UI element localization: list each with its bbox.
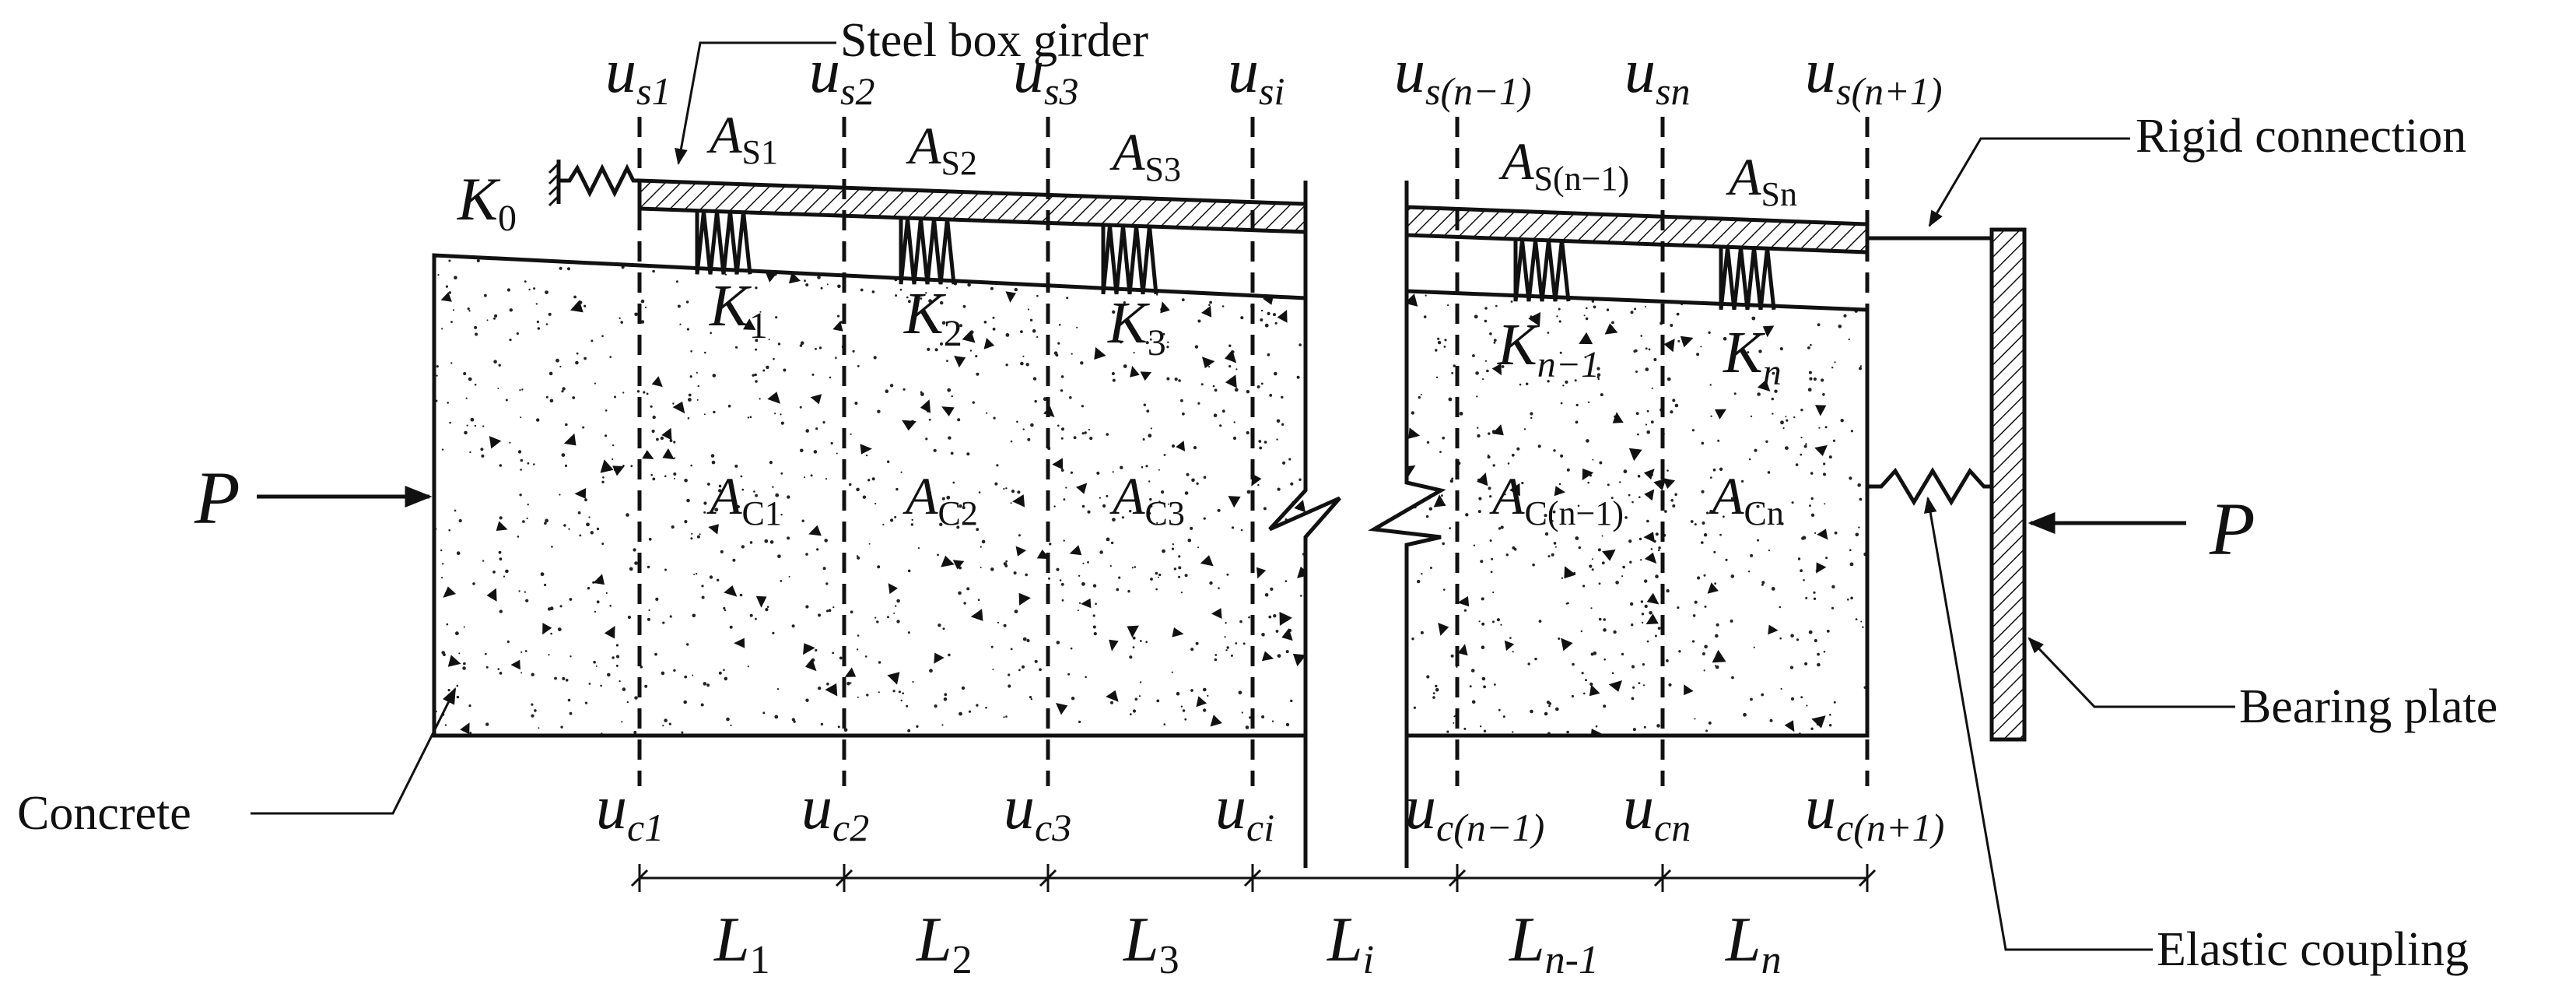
length-label-5: Ln-1 [1509, 904, 1599, 982]
concrete-area-label-5: ACn [1709, 466, 1784, 532]
steel-disp-label-3: us3 [1013, 37, 1078, 113]
length-label-1: L1 [713, 904, 770, 982]
steel-disp-label-2: us2 [809, 37, 874, 113]
k0-label: K0 [457, 165, 517, 239]
steel-girder-left [637, 178, 1308, 234]
concrete-disp-label-7: uc(n+1) [1805, 774, 1944, 849]
steel-disp-label-7: us(n+1) [1805, 37, 1943, 113]
label-steel-box-girder: Steel box girder [840, 14, 1148, 67]
concrete-disp-label-3: uc3 [1004, 774, 1071, 849]
section-dashed-lines [637, 117, 1870, 786]
symbol-labels: us1 us2 us3 usi us(n−1) usn us(n+1) uc1 uc2 uc3 uc… [596, 37, 1944, 982]
concrete-block-left [432, 253, 1306, 738]
leader-steel-box-girder [675, 41, 836, 166]
steel-disp-label-6: usn [1624, 37, 1690, 113]
end-spring-k0 [548, 160, 640, 207]
steel-area-label-5: ASn [1726, 147, 1797, 213]
break-line-right [1368, 181, 1446, 868]
length-label-3: L3 [1123, 904, 1179, 982]
steel-area-label-3: AS3 [1109, 122, 1181, 188]
steel-area-label-2: AS2 [906, 116, 977, 182]
bearing-plate [1989, 227, 2027, 742]
steel-area-label-4: AS(n−1) [1498, 132, 1629, 198]
label-elastic-coupling: Elastic coupling [2157, 923, 2469, 976]
concrete-disp-label-4: uci [1215, 774, 1274, 849]
steel-girder-right [1404, 205, 1870, 255]
concrete-area-label-1: AC1 [706, 466, 782, 532]
concrete-area-label-3: AC3 [1109, 466, 1185, 532]
interface-spring-4 [1513, 240, 1571, 302]
interface-spring-3 [1101, 225, 1158, 295]
concrete-disp-label-1: uc1 [596, 774, 664, 849]
label-concrete: Concrete [17, 787, 191, 840]
spring-label-3: K3 [1107, 290, 1166, 364]
concrete-area-label-2: AC2 [902, 466, 978, 532]
label-rigid-connection: Rigid connection [2136, 110, 2466, 163]
interface-spring-5 [1719, 248, 1776, 311]
steel-disp-label-4: usi [1228, 37, 1284, 113]
leader-concrete [251, 687, 457, 815]
leader-rigid-connection [1928, 137, 2130, 227]
length-label-2: L2 [916, 904, 973, 982]
concrete-area-label-4: AC(n−1) [1489, 466, 1624, 532]
interface-springs [695, 211, 1776, 311]
concrete-disp-label-5: uc(n−1) [1405, 774, 1544, 849]
force-label-right: P [2209, 487, 2255, 571]
length-label-4: Li [1327, 904, 1374, 982]
length-label-6: Ln [1725, 904, 1782, 982]
leader-elastic-coupling [1923, 496, 2153, 951]
steel-disp-label-1: us1 [605, 37, 671, 113]
interface-spring-2 [899, 218, 956, 285]
steel-disp-label-5: us(n−1) [1394, 37, 1532, 113]
spring-label-1: K1 [709, 273, 768, 346]
spring-label-5: Kn [1723, 320, 1782, 393]
spring-label-2: K2 [903, 281, 962, 354]
spring-label-4: Kn−1 [1497, 312, 1600, 385]
concrete-disp-label-6: ucn [1623, 774, 1691, 849]
steel-area-label-1: AS1 [706, 105, 778, 171]
concrete-disp-label-2: uc2 [801, 774, 869, 849]
force-label-left: P [194, 456, 240, 539]
leader-bearing-plate [2028, 637, 2235, 708]
elastic-coupling-spring [1867, 467, 1992, 506]
interface-spring-1 [695, 211, 752, 275]
break-line-left [1268, 181, 1341, 868]
label-bearing-plate: Bearing plate [2239, 680, 2497, 733]
length-dimension-line [630, 864, 1877, 892]
concrete-block-right [1406, 289, 1870, 738]
